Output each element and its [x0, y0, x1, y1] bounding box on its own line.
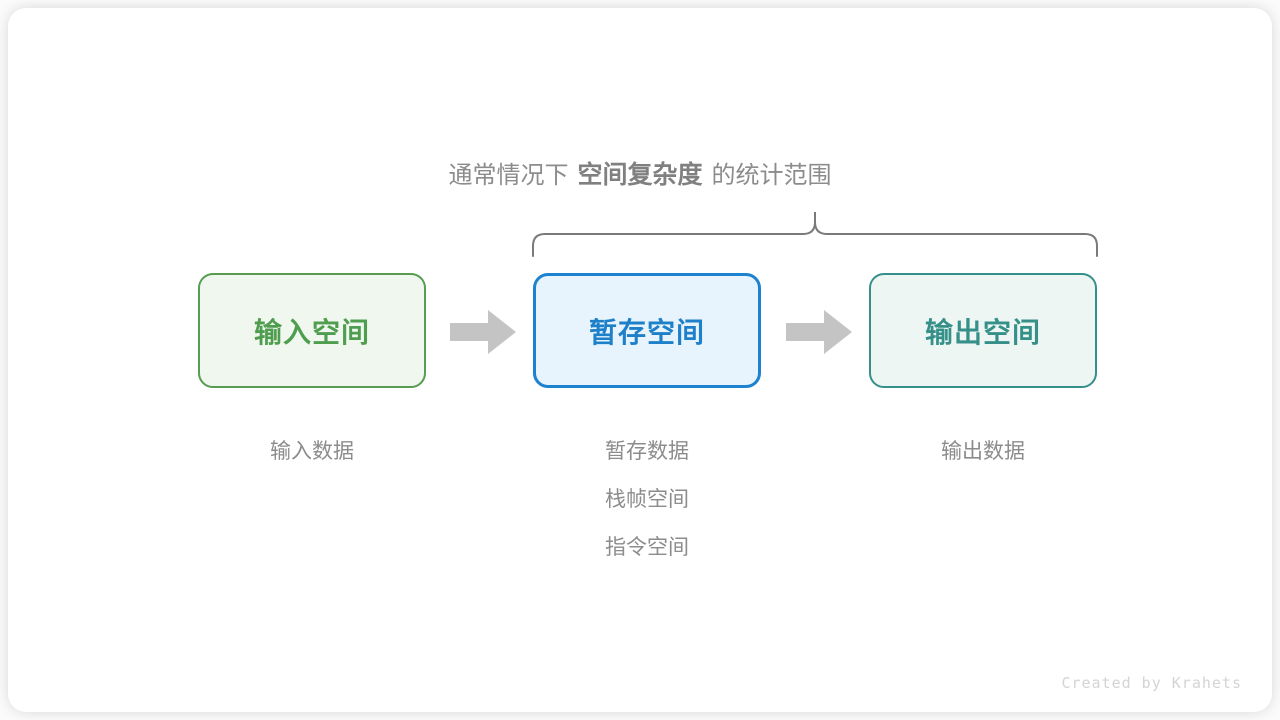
curly-brace-icon: [525, 204, 1115, 269]
title-suffix: 的统计范围: [711, 162, 832, 189]
caption-input-line-1: 输入数据: [270, 440, 354, 463]
box-temp-space-label: 暂存空间: [588, 316, 705, 348]
caption-output-line-1: 输出数据: [941, 440, 1025, 463]
caption-temp-line-1: 暂存数据: [605, 440, 689, 463]
arrow-right-icon-1: [450, 310, 516, 359]
box-temp-space[interactable]: 暂存空间: [533, 273, 761, 388]
box-output-space[interactable]: 输出空间: [869, 273, 1097, 388]
caption-temp-line-3: 指令空间: [605, 536, 689, 559]
diagram-card: 通常情况下空间复杂度的统计范围 输入空间 暂存空间 输出空间: [8, 8, 1272, 712]
diagram-title: 通常情况下空间复杂度的统计范围: [8, 156, 1272, 195]
arrow-right-icon-2: [786, 310, 852, 359]
caption-output: 输出数据: [869, 428, 1097, 476]
box-output-space-label: 输出空间: [924, 316, 1041, 348]
title-emphasis: 空间复杂度: [577, 161, 703, 189]
watermark-credit: Created by Krahets: [1061, 674, 1242, 692]
caption-temp: 暂存数据 栈帧空间 指令空间: [533, 428, 761, 572]
title-prefix: 通常情况下: [448, 162, 569, 189]
box-input-space-label: 输入空间: [253, 316, 370, 348]
caption-temp-line-2: 栈帧空间: [605, 488, 689, 511]
caption-input: 输入数据: [198, 428, 426, 476]
box-input-space[interactable]: 输入空间: [198, 273, 426, 388]
